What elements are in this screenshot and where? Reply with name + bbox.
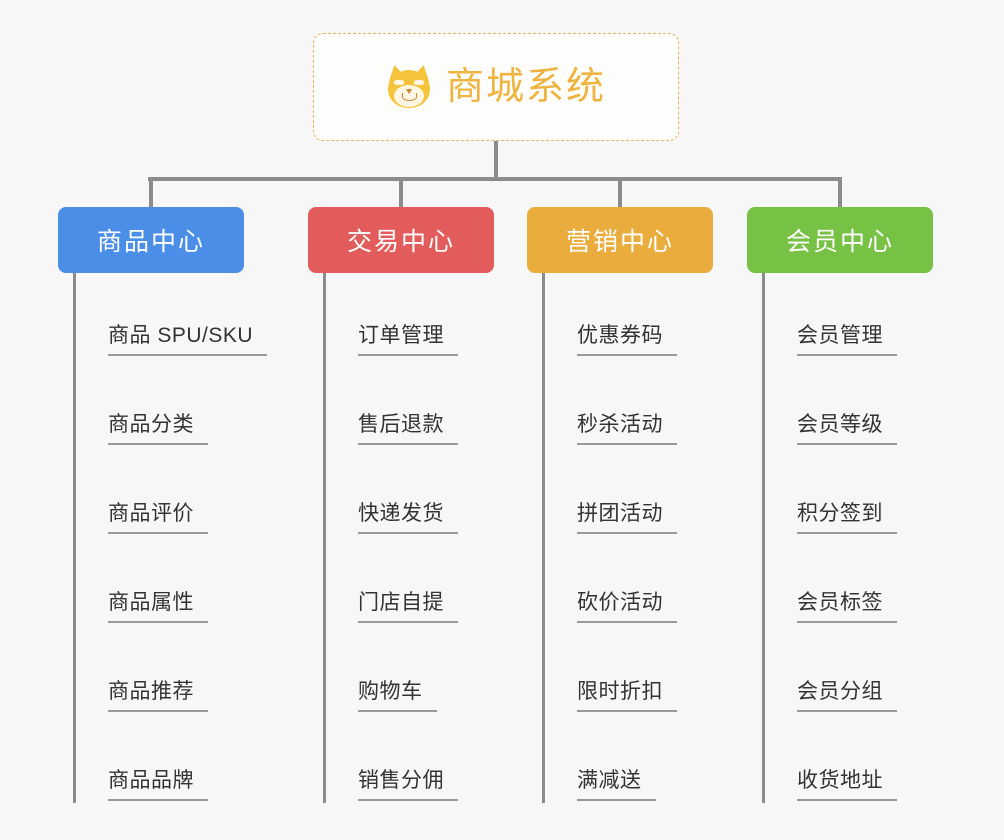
leaf-item[interactable]: 购物车 [323,629,533,718]
branch-column-4: 会员中心会员管理会员等级积分签到会员标签会员分组收货地址 [747,207,972,807]
leaf-item-label: 购物车 [358,680,437,712]
root-node[interactable]: 商城系统 [313,33,679,141]
leaf-item[interactable]: 商品分类 [73,362,283,451]
branch-header-1[interactable]: 商品中心 [58,207,244,273]
leaf-item-label: 会员等级 [797,413,897,445]
leaf-list-1: 商品 SPU/SKU 商品分类商品评价商品属性商品推荐商品品牌 [73,273,283,807]
connector-drop-1 [149,177,153,207]
leaf-item[interactable]: 快递发货 [323,451,533,540]
leaf-item[interactable]: 收货地址 [762,718,972,807]
leaf-item[interactable]: 门店自提 [323,540,533,629]
leaf-item[interactable]: 砍价活动 [542,540,752,629]
connector-drop-2 [399,177,403,207]
leaf-item-label: 收货地址 [797,769,897,801]
leaf-item-label: 销售分佣 [358,769,458,801]
leaf-item-label: 商品评价 [108,502,208,534]
leaf-item[interactable]: 销售分佣 [323,718,533,807]
leaf-item[interactable]: 会员等级 [762,362,972,451]
leaf-item-label: 满减送 [577,769,656,801]
branch-header-2[interactable]: 交易中心 [308,207,494,273]
connector-root-stem [494,141,498,179]
leaf-item-label: 商品分类 [108,413,208,445]
leaf-list-2: 订单管理售后退款快递发货门店自提购物车销售分佣 [323,273,533,807]
connector-drop-4 [838,177,842,207]
leaf-item[interactable]: 商品评价 [73,451,283,540]
leaf-item[interactable]: 商品 SPU/SKU [73,273,283,362]
leaf-list-3: 优惠券码秒杀活动拼团活动砍价活动限时折扣满减送 [542,273,752,807]
connector-spine-1 [73,273,76,803]
leaf-item[interactable]: 会员标签 [762,540,972,629]
leaf-item[interactable]: 会员管理 [762,273,972,362]
leaf-item[interactable]: 积分签到 [762,451,972,540]
leaf-item[interactable]: 限时折扣 [542,629,752,718]
shiba-dog-face-icon [385,63,433,109]
leaf-item-label: 商品品牌 [108,769,208,801]
connector-spine-4 [762,273,765,803]
leaf-item[interactable]: 商品品牌 [73,718,283,807]
leaf-item[interactable]: 订单管理 [323,273,533,362]
leaf-item[interactable]: 会员分组 [762,629,972,718]
connector-spine-2 [323,273,326,803]
leaf-item-label: 秒杀活动 [577,413,677,445]
connector-horizontal-bus [148,177,840,181]
leaf-item[interactable]: 满减送 [542,718,752,807]
leaf-item[interactable]: 秒杀活动 [542,362,752,451]
connector-drop-3 [618,177,622,207]
leaf-item[interactable]: 售后退款 [323,362,533,451]
leaf-item-label: 会员管理 [797,324,897,356]
branch-column-2: 交易中心订单管理售后退款快递发货门店自提购物车销售分佣 [308,207,533,807]
leaf-item-label: 门店自提 [358,591,458,623]
leaf-item-label: 优惠券码 [577,324,677,356]
connector-spine-3 [542,273,545,803]
leaf-item-label: 砍价活动 [577,591,677,623]
branch-column-3: 营销中心优惠券码秒杀活动拼团活动砍价活动限时折扣满减送 [527,207,752,807]
leaf-item[interactable]: 商品属性 [73,540,283,629]
leaf-item-label: 商品 SPU/SKU [108,324,268,356]
branch-header-4[interactable]: 会员中心 [747,207,933,273]
leaf-item[interactable]: 优惠券码 [542,273,752,362]
leaf-list-4: 会员管理会员等级积分签到会员标签会员分组收货地址 [762,273,972,807]
leaf-item-label: 会员分组 [797,680,897,712]
leaf-item-label: 订单管理 [358,324,458,356]
branch-header-3[interactable]: 营销中心 [527,207,713,273]
root-title: 商城系统 [445,66,606,108]
leaf-item-label: 限时折扣 [577,680,677,712]
branch-column-1: 商品中心商品 SPU/SKU 商品分类商品评价商品属性商品推荐商品品牌 [58,207,283,807]
leaf-item-label: 商品属性 [108,591,208,623]
leaf-item-label: 拼团活动 [577,502,677,534]
leaf-item[interactable]: 拼团活动 [542,451,752,540]
leaf-item-label: 积分签到 [797,502,897,534]
leaf-item-label: 快递发货 [358,502,458,534]
leaf-item-label: 售后退款 [358,413,458,445]
leaf-item-label: 会员标签 [797,591,897,623]
leaf-item-label: 商品推荐 [108,680,208,712]
leaf-item[interactable]: 商品推荐 [73,629,283,718]
